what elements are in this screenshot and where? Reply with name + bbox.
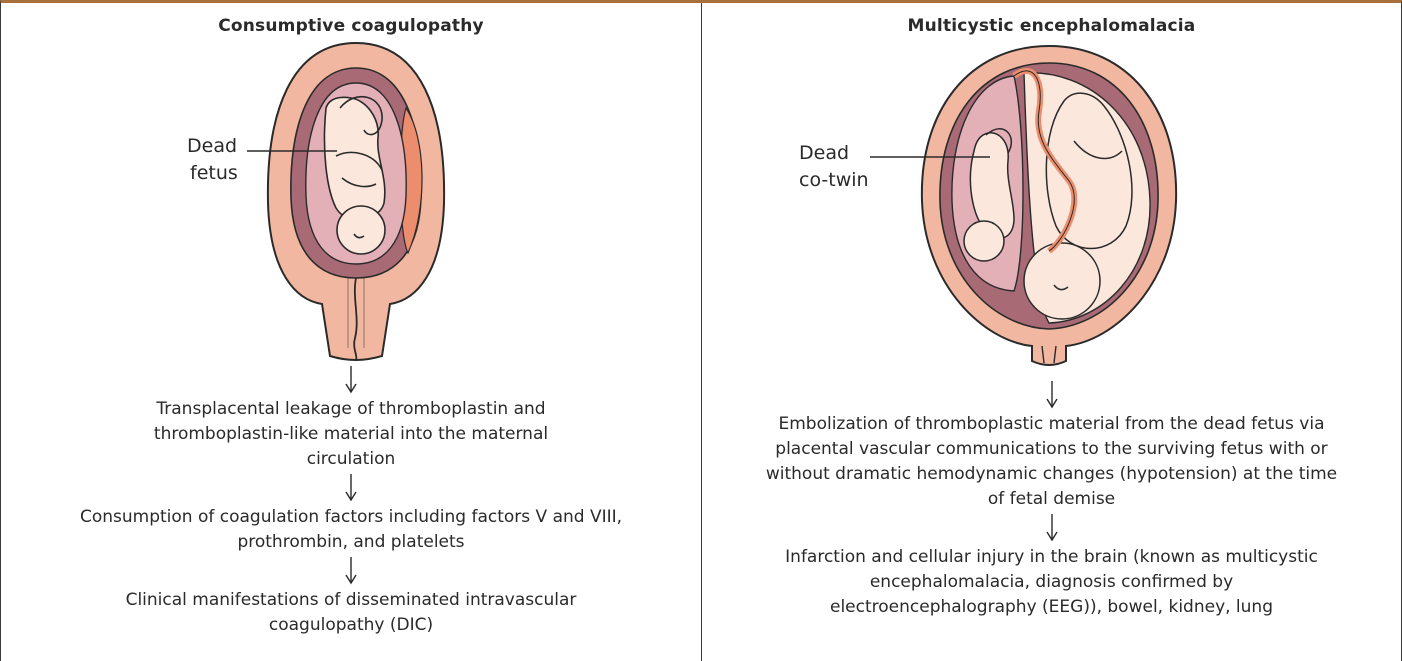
flow-arrow-icon [1045,381,1059,409]
flow-arrow-icon [344,474,358,502]
dead-co-twin-label: Dead co-twin [799,140,869,194]
left-panel: Consumptive coagulopathy Dead fetus Tra [1,3,701,661]
dead-fetus-label-line1: Dead [187,133,238,160]
left-step-2: Consumption of coagulation factors inclu… [36,505,666,555]
dead-fetus-label: Dead fetus [187,133,238,187]
dead-co-twin-leader-line [870,155,990,159]
right-panel: Multicystic encephalomalacia Dead co-tw [702,3,1401,661]
left-step-3: Clinical manifestations of disseminated … [101,588,601,638]
uterus-dead-fetus-illustration [256,38,456,363]
right-step-1: Embolization of thromboplastic material … [757,412,1347,512]
flow-arrow-icon [344,366,358,394]
flow-arrow-icon [1045,514,1059,542]
dead-co-twin-label-line1: Dead [799,140,869,167]
right-panel-title: Multicystic encephalomalacia [702,16,1401,36]
dead-fetus-label-line2: fetus [187,160,238,187]
right-flowchart: Embolization of thromboplastic material … [702,379,1401,620]
left-flowchart: Transplacental leakage of thromboplastin… [1,364,701,638]
left-panel-title: Consumptive coagulopathy [1,16,701,36]
dead-co-twin-label-line2: co-twin [799,167,869,194]
flow-arrow-icon [344,557,358,585]
right-step-2: Infarction and cellular injury in the br… [767,545,1337,620]
left-step-1: Transplacental leakage of thromboplastin… [131,397,571,472]
uterus-twins-illustration [914,41,1184,371]
dead-fetus-leader-line [247,149,337,153]
